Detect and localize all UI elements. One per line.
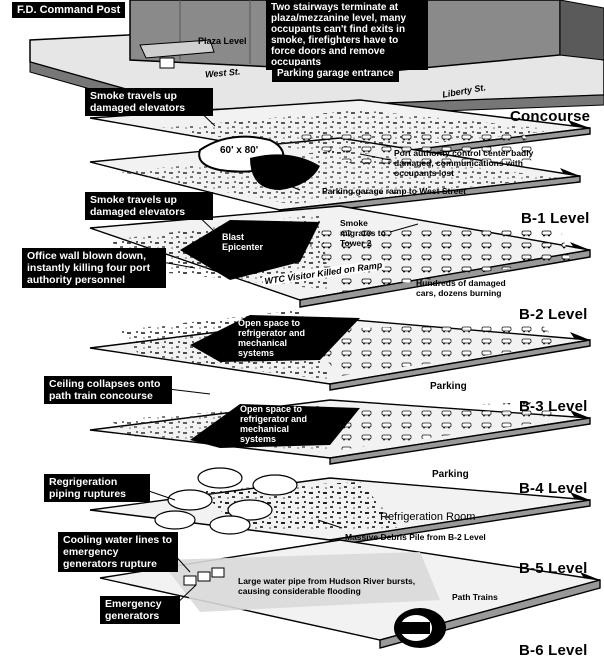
refrigeration-piping-callout: Regrigeration piping ruptures bbox=[44, 474, 150, 502]
level-b6: B-6 Level bbox=[519, 642, 588, 659]
water-pipe-note: Large water pipe from Hudson River burst… bbox=[238, 576, 416, 596]
ceiling-collapse-callout: Ceiling collapses onto path train concou… bbox=[44, 376, 172, 404]
command-post-label: F.D. Command Post bbox=[12, 2, 126, 18]
refrigeration-room-label: Refrigeration Room bbox=[380, 511, 476, 523]
level-markers bbox=[560, 120, 600, 580]
debris-pile-label: Massive Debris Pile from B-2 Level bbox=[345, 532, 486, 542]
smoke-elevators-callout-1: Smoke travels up damaged elevators bbox=[85, 88, 213, 116]
control-center-note: Port authority control center badly dama… bbox=[394, 148, 534, 178]
open-space-b4-label: Open space to refrigerator and mechanica… bbox=[240, 404, 308, 444]
slab-b3-edge bbox=[329, 339, 591, 391]
open-space-b4-area bbox=[190, 404, 360, 448]
parking-b3-label: Parking bbox=[430, 381, 467, 392]
emergency-generators-boxes bbox=[183, 567, 225, 586]
smoke-elevators-callout-2: Smoke travels up damaged elevators bbox=[85, 192, 213, 220]
level-b5: B-5 Level bbox=[519, 560, 588, 577]
crater-size: 60' x 80' bbox=[218, 145, 261, 156]
path-train-tunnel bbox=[394, 608, 446, 648]
level-b4: B-4 Level bbox=[519, 480, 588, 497]
plaza-level-label: Plaza Level bbox=[198, 36, 247, 46]
damaged-cars-note: Hundreds of damaged cars, dozens burning bbox=[416, 278, 506, 298]
stairways-note: Two stairways terminate at plaza/mezzani… bbox=[266, 0, 428, 70]
blast-epicenter-label: Blast Epicenter bbox=[222, 232, 264, 252]
level-b2: B-2 Level bbox=[519, 306, 588, 323]
parking-b4-label: Parking bbox=[432, 469, 469, 480]
open-space-b3-area bbox=[190, 315, 360, 362]
level-concourse: Concourse bbox=[510, 108, 591, 125]
blast-epicenter-area bbox=[180, 220, 320, 280]
office-wall-callout: Office wall blown down, instantly killin… bbox=[22, 248, 166, 288]
level-b3: B-3 Level bbox=[519, 398, 588, 415]
path-trains-label: Path Trains bbox=[452, 592, 498, 602]
open-space-b3-label: Open space to refrigerator and mechanica… bbox=[238, 318, 306, 358]
cooling-water-callout: Cooling water lines to emergency generat… bbox=[58, 532, 178, 572]
refrigeration-tanks bbox=[154, 467, 298, 535]
garage-entrance-label: Parking garage entrance bbox=[272, 66, 399, 82]
emergency-generators-callout: Emergency generators bbox=[100, 596, 180, 624]
slab-b4-edge bbox=[329, 417, 591, 465]
smoke-tower-note: Smoke migrates to Tower 2 bbox=[340, 218, 386, 248]
level-b1: B-1 Level bbox=[521, 210, 590, 227]
garage-ramp-note: Parking garage ramp to West Street bbox=[322, 186, 466, 196]
